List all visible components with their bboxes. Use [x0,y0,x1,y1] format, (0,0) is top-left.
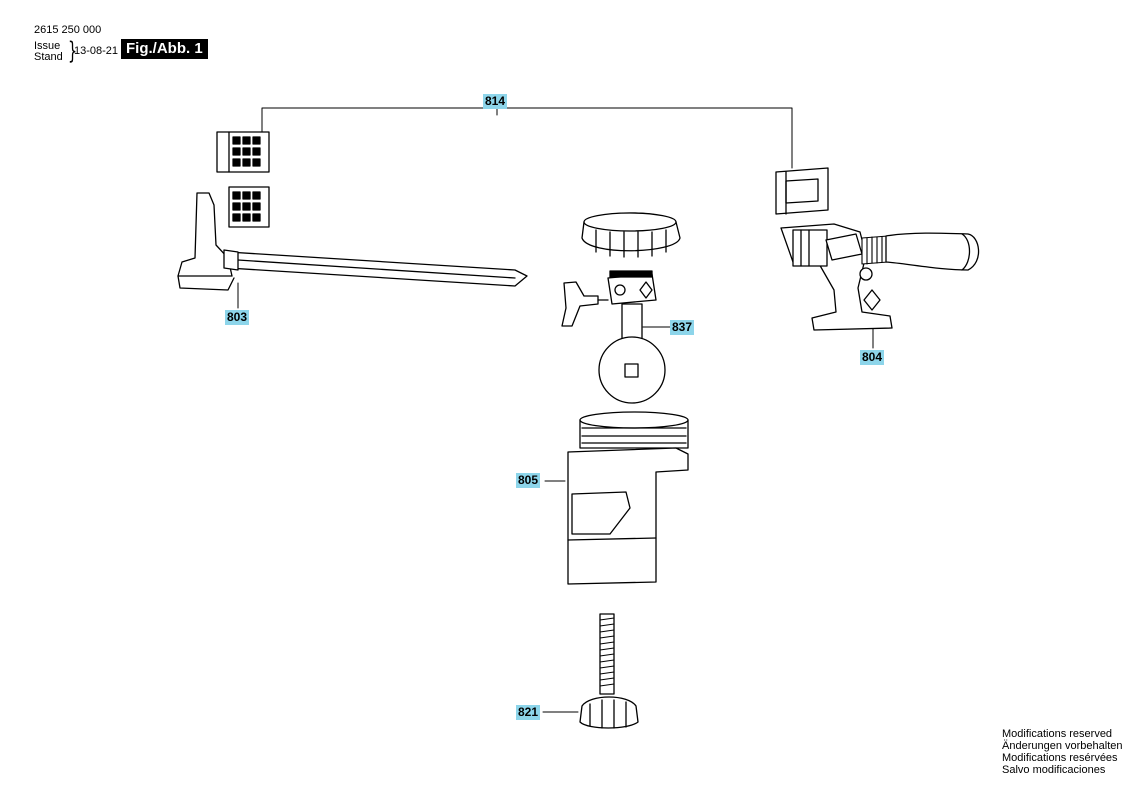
stand-label: Stand [34,51,63,63]
callout-821: 821 [516,705,541,720]
brace-glyph: } [68,37,78,65]
leader-lines [237,107,874,713]
issue-label: Issue [34,40,61,52]
callout-814: 814 [483,94,508,109]
base-body-805 [567,411,689,585]
modifications-line-de: Änderungen vorbehalten [1002,740,1123,752]
modifications-line-en: Modifications reserved [1002,728,1113,740]
callout-803: 803 [225,310,250,325]
modifications-line-es: Salvo modificaciones [1002,764,1106,776]
callout-805: 805 [516,473,541,488]
jaw-pad-right [775,167,829,215]
leader-814-bracket [261,107,793,169]
ball-joint-837 [561,212,681,404]
sliding-jaw-803 [177,186,528,291]
callout-837: 837 [670,320,695,335]
document-number: 2615 250 000 [34,24,102,36]
issue-date: 13-08-21 [74,45,119,57]
modifications-notice: Modifications reserved Änderungen vorbeh… [1002,728,1122,776]
jaw-pad-upper [216,131,270,173]
handle-clamp-804 [780,223,980,331]
callout-804: 804 [860,350,885,365]
figure-label: Fig./Abb. 1 [121,39,208,59]
modifications-line-fr: Modifications resérvées [1002,752,1118,764]
clamp-screw-821 [579,613,639,729]
